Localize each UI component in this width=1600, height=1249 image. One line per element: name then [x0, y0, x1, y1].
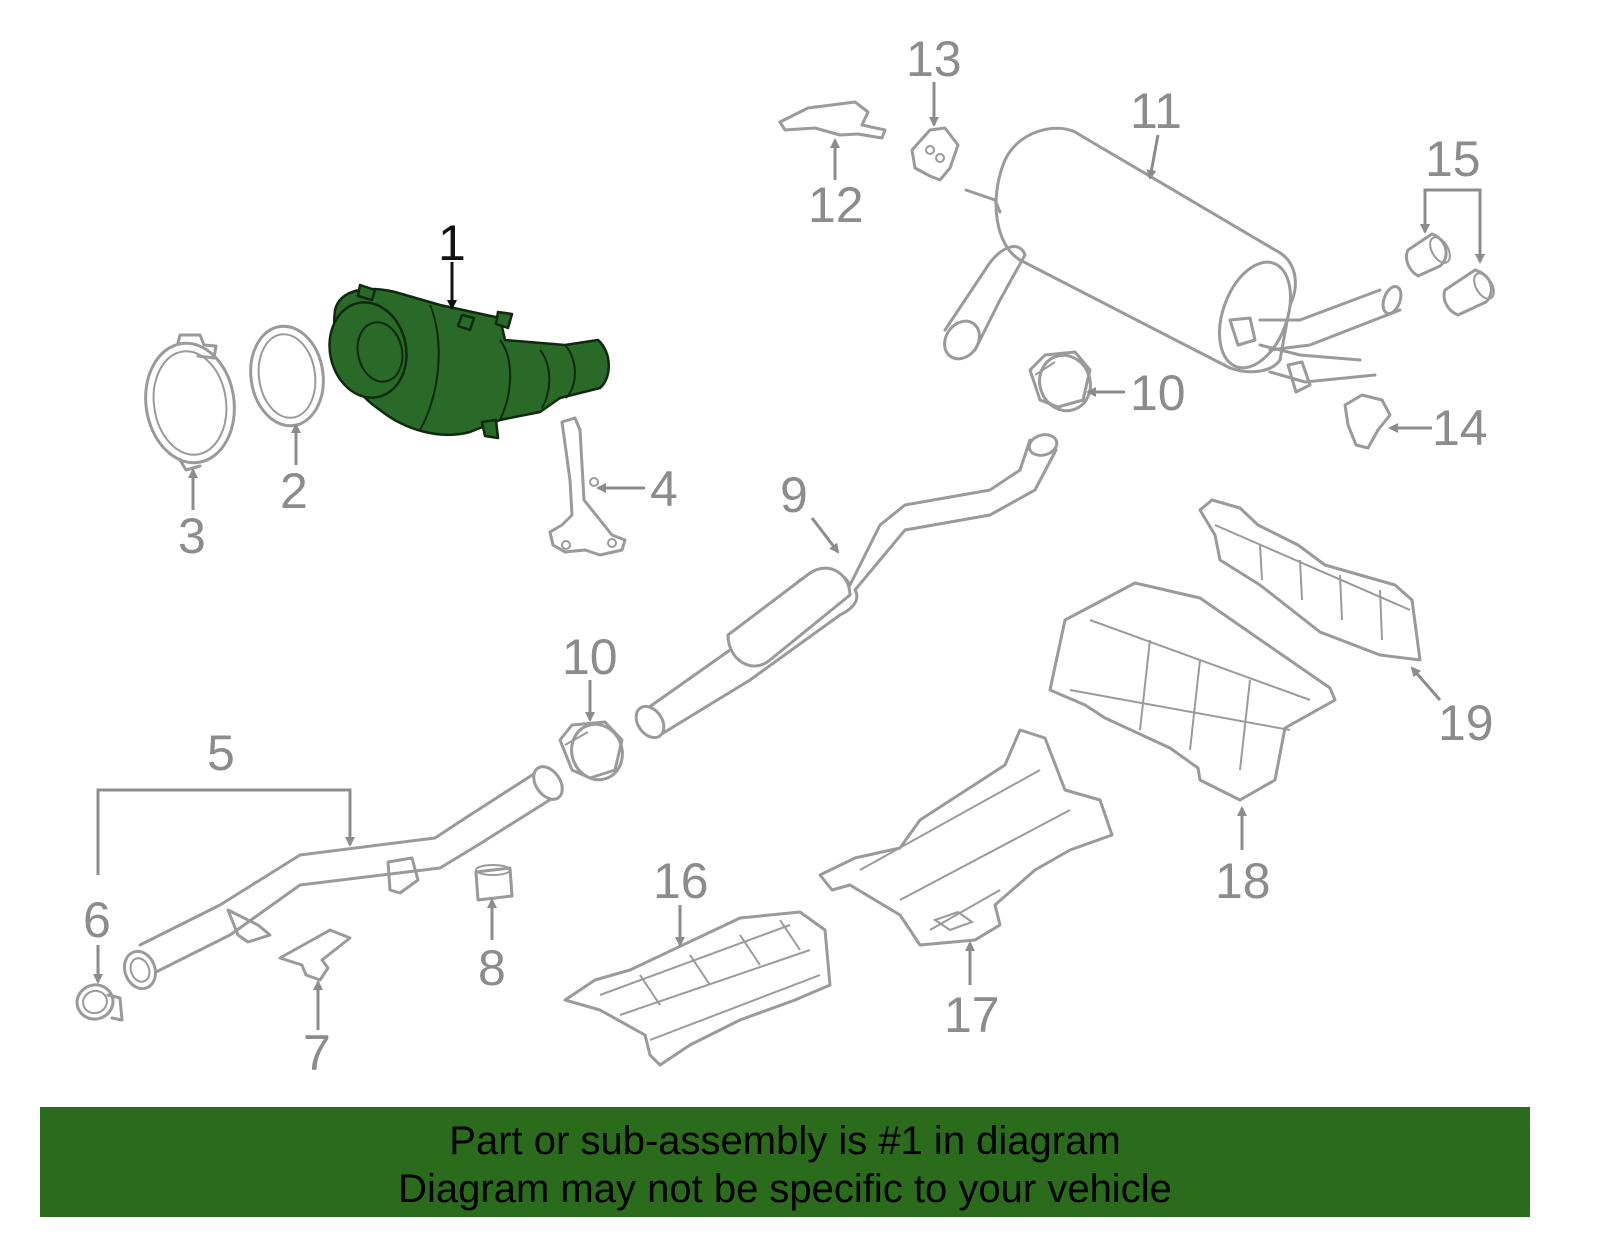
callout-3: 3 — [178, 508, 206, 564]
callout-13: 13 — [906, 31, 962, 87]
callout-6: 6 — [83, 892, 111, 948]
part-18-heat-shield[interactable] — [1048, 581, 1337, 802]
callout-1: 1 — [438, 215, 466, 271]
disclaimer-banner: Part or sub-assembly is #1 in diagram Di… — [40, 1107, 1530, 1217]
callout-4: 4 — [650, 461, 678, 517]
callout-labels: 1 2 3 4 5 6 7 8 9 10 10 11 12 13 14 15 1… — [83, 31, 1494, 1081]
part-3-clamp[interactable] — [138, 333, 242, 472]
part-12-bracket[interactable] — [778, 100, 887, 140]
callout-10-upper: 10 — [1130, 365, 1186, 421]
callout-11: 11 — [1130, 83, 1182, 139]
callout-2: 2 — [280, 463, 308, 519]
callout-18: 18 — [1215, 853, 1271, 909]
part-10-clamp-lower[interactable] — [558, 717, 630, 787]
part-1-catalytic-converter[interactable] — [321, 283, 610, 440]
part-7-bracket[interactable] — [278, 928, 352, 982]
disclaimer-line-1: Part or sub-assembly is #1 in diagram — [449, 1119, 1121, 1163]
callout-12: 12 — [808, 177, 864, 233]
callout-leaders — [93, 82, 1485, 1030]
callout-15: 15 — [1425, 131, 1481, 187]
part-13-hanger[interactable] — [910, 126, 960, 182]
part-6-clamp[interactable] — [73, 981, 124, 1023]
part-19-heat-shield[interactable] — [1198, 498, 1422, 662]
part-17-heat-shield[interactable] — [818, 728, 1114, 947]
part-16-heat-shield[interactable] — [563, 910, 832, 1067]
callout-16: 16 — [653, 853, 709, 909]
part-15-exhaust-tips[interactable] — [1404, 232, 1497, 317]
part-10-clamp-upper[interactable] — [1028, 348, 1098, 418]
callout-17: 17 — [944, 987, 1000, 1043]
part-8-sleeve[interactable] — [474, 864, 514, 902]
part-5-front-pipe[interactable] — [119, 761, 568, 993]
callout-8: 8 — [478, 940, 506, 996]
part-14-hanger[interactable] — [1343, 393, 1392, 450]
part-9-center-pipe[interactable] — [630, 432, 1059, 743]
part-11-rear-muffler[interactable] — [937, 126, 1404, 394]
callout-10-lower: 10 — [562, 629, 618, 685]
callout-5: 5 — [207, 725, 235, 781]
callout-7: 7 — [303, 1025, 331, 1081]
part-2-gasket[interactable] — [244, 321, 329, 430]
callout-19: 19 — [1438, 695, 1494, 751]
callout-14: 14 — [1432, 400, 1488, 456]
part-4-bracket[interactable] — [548, 416, 627, 557]
disclaimer-line-2: Diagram may not be specific to your vehi… — [398, 1167, 1172, 1211]
callout-9: 9 — [780, 467, 808, 523]
